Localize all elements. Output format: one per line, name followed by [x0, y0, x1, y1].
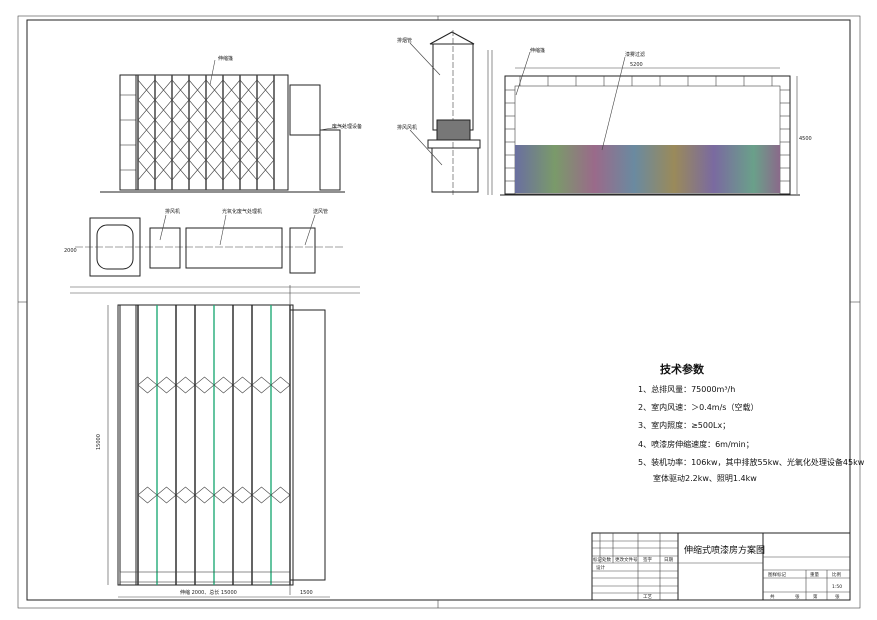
- tb-sheet-unit: 张: [795, 593, 800, 600]
- plan-diamond: [194, 376, 215, 394]
- filter-band: [515, 145, 780, 193]
- tb-mark: 标记: [593, 556, 602, 563]
- scissor-link: [256, 79, 275, 181]
- plan-diamond: [156, 486, 177, 504]
- dim-height: 4500: [799, 136, 812, 142]
- plan-rail: [119, 571, 291, 583]
- label-front-top: 伸缩篷: [530, 47, 545, 54]
- tech-params: 技术参数 1、总排风量：75000m³/h 2、室内风速：＞0.4m/s（空载）…: [638, 362, 865, 483]
- plan-diamond: [175, 486, 196, 504]
- label-plan-duct: 送风管: [313, 208, 328, 215]
- scissor-link: [222, 79, 241, 181]
- tb-sheet-no: 第: [813, 593, 818, 600]
- label-fan: 排风风机: [397, 124, 417, 131]
- tb-date: 日期: [664, 557, 673, 563]
- tb-sheet-total: 共: [770, 593, 775, 600]
- plan-diamond: [137, 486, 158, 504]
- tb-design: 设计: [596, 564, 605, 571]
- plan-diamond: [156, 376, 177, 394]
- scissor-link: [239, 79, 258, 181]
- plan-diamond: [232, 376, 253, 394]
- dim-length: 15000: [96, 434, 102, 450]
- label-filter: 漆雾过滤: [625, 51, 645, 58]
- dim-bottom: 伸缩 2000、总长 15000: [180, 589, 237, 596]
- tech-param-4: 4、喷漆房伸缩速度：6m/min；: [638, 439, 754, 449]
- scissor-link: [205, 79, 224, 181]
- plan-diamond: [251, 376, 272, 394]
- label-stack: 排烟管: [397, 37, 412, 44]
- plan-diamond: [251, 486, 272, 504]
- tb-scale: 1:50: [832, 584, 842, 590]
- title-block: 标记 处数 更改文件号 签字 日期 设计 工艺 伸缩式喷漆房方案图 图样标记 重…: [591, 532, 851, 601]
- plan-diamond: [232, 486, 253, 504]
- tb-weight: 重量: [810, 571, 819, 578]
- label-elev-top: 伸缩篷: [218, 55, 233, 62]
- dim-fan: 2000: [64, 248, 77, 254]
- label-plan-fan: 排风机: [165, 208, 180, 215]
- plan-diamond: [213, 376, 234, 394]
- tech-param-5: 5、装机功率：106kw，其中排放55kw、光氧化处理设备45kw: [638, 457, 865, 467]
- side-elevation-view: 伸缩篷 废气处理设备: [100, 55, 362, 193]
- outer-border: [17, 15, 861, 609]
- front-view: 排烟管 排风风机 5200 4500 伸缩篷 漆雾过滤: [397, 30, 812, 196]
- tb-sheet-unit2: 张: [835, 593, 840, 600]
- scissor-link: [137, 79, 156, 181]
- drawing-title: 伸缩式喷漆房方案图: [684, 544, 765, 556]
- zone-ticks: [18, 16, 860, 608]
- label-elev-unit: 废气处理设备: [332, 123, 362, 130]
- scissor-link: [154, 79, 173, 181]
- dim-side: 1500: [300, 590, 313, 596]
- tb-scale-label: 比例: [832, 571, 841, 578]
- plan-diamond: [175, 376, 196, 394]
- plan-diamond: [137, 376, 158, 394]
- plan-diamond: [270, 486, 291, 504]
- plan-diamond: [270, 376, 291, 394]
- tech-param-5b: 室体驱动2.2kw、照明1.4kw: [653, 473, 757, 483]
- tb-sign: 签字: [643, 556, 652, 563]
- tb-count: 处数: [602, 556, 611, 563]
- tech-param-1: 1、总排风量：75000m³/h: [638, 384, 735, 394]
- tech-params-heading: 技术参数: [660, 362, 705, 376]
- label-plan-treat: 光氧化废气处理机: [222, 208, 262, 215]
- plan-diamond: [194, 486, 215, 504]
- scissor-link: [188, 79, 207, 181]
- scissor-link: [171, 79, 190, 181]
- plan-view: 2000 排风机 光氧化废气处理机 送风管 15000 伸缩 2000、总长 1…: [64, 208, 360, 598]
- tb-change-doc: 更改文件号: [615, 556, 638, 563]
- tb-drawing-mark: 图样标记: [768, 571, 786, 578]
- dim-width: 5200: [630, 62, 643, 68]
- inner-frame: [26, 19, 851, 601]
- tech-param-2: 2、室内风速：＞0.4m/s（空载）: [638, 402, 758, 412]
- plan-diamond: [213, 486, 234, 504]
- tb-process: 工艺: [643, 594, 652, 600]
- tech-param-3: 3、室内照度：≥500Lx；: [638, 420, 730, 430]
